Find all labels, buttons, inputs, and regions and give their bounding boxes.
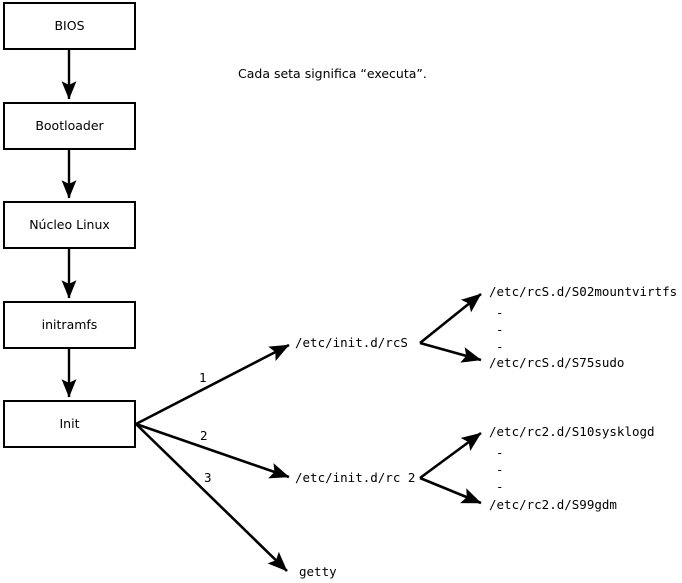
rc2-last-script-label[interactable]: /etc/rc2.d/S99gdm	[489, 497, 617, 512]
arrow-init-to-rcs	[135, 343, 290, 426]
node-bios[interactable]: BIOS	[3, 2, 136, 50]
node-bootloader[interactable]: Bootloader	[3, 102, 136, 150]
branch-number-3: 3	[204, 470, 212, 485]
arrow-rcs-to-first-script	[419, 292, 482, 345]
arrow-rc2-to-first-script	[419, 431, 482, 480]
rcs-first-script-label[interactable]: /etc/rcS.d/S02mountvirtfs	[489, 284, 678, 299]
legend-note: Cada seta significa “executa”.	[238, 66, 427, 81]
branch-number-1: 1	[199, 370, 207, 385]
rcs-last-script-label[interactable]: /etc/rcS.d/S75sudo	[489, 355, 625, 370]
arrow-rcs-to-last-script	[419, 341, 482, 363]
rc2-ellipsis: ---	[496, 445, 504, 494]
node-bootloader-label: Bootloader	[35, 117, 104, 133]
node-initramfs-label: initramfs	[41, 316, 98, 332]
rc2-first-script-label[interactable]: /etc/rc2.d/S10sysklogd	[489, 424, 655, 439]
arrow-init-to-getty	[135, 423, 288, 572]
node-initramfs[interactable]: initramfs	[3, 301, 136, 349]
node-kernel-label: Núcleo Linux	[29, 216, 110, 232]
node-kernel[interactable]: Núcleo Linux	[3, 201, 136, 249]
target-rcs-label[interactable]: /etc/init.d/rcS	[295, 335, 408, 350]
node-init[interactable]: Init	[3, 400, 136, 448]
arrow-rc2-to-last-script	[419, 476, 482, 505]
target-getty-label[interactable]: getty	[299, 564, 337, 579]
rcs-ellipsis: ---	[496, 305, 504, 354]
target-rc2-label[interactable]: /etc/init.d/rc 2	[295, 470, 416, 485]
arrow-init-to-rc2	[135, 422, 290, 479]
branch-number-2: 2	[200, 428, 208, 443]
node-init-label: Init	[59, 415, 80, 431]
node-bios-label: BIOS	[54, 17, 85, 33]
